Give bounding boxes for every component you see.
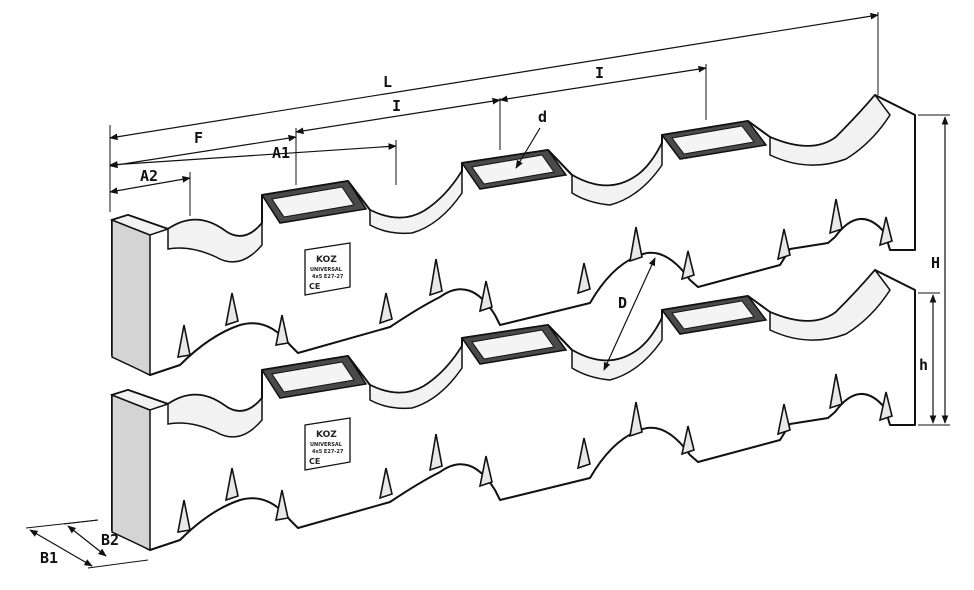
upper-clips <box>177 198 893 358</box>
lower-label-plate: KOZ UNIVERSAL 4x5 E27-27 CE <box>304 417 351 471</box>
upper-label-brand: KOZ <box>316 255 337 265</box>
dim-B2-label: B2 <box>101 531 119 549</box>
upper-seat-3 <box>571 142 663 206</box>
lower-seat-4 <box>769 268 891 341</box>
dim-d-label: d <box>538 108 547 126</box>
dim-A2-line <box>109 175 191 195</box>
upper-seat-1 <box>167 219 263 263</box>
dim-D-label: D <box>618 294 627 312</box>
dim-d-leader <box>515 127 541 169</box>
upper-socket-1 <box>260 180 368 224</box>
dim-A1-label: A1 <box>272 144 290 162</box>
lower-seat-2 <box>369 343 463 410</box>
dim-B2-line <box>67 525 107 557</box>
upper-label-line1: UNIVERSAL <box>310 267 343 273</box>
lower-clips <box>177 373 893 533</box>
dim-L-label: L <box>383 73 392 91</box>
upper-seat-2 <box>369 168 463 235</box>
lower-label-line2: 4x5 E27-27 <box>312 449 344 455</box>
dim-B1-label: B1 <box>40 549 58 567</box>
upper-label-line2: 4x5 E27-27 <box>312 274 344 280</box>
lower-socket-2 <box>460 324 568 365</box>
lower-rack: KOZ UNIVERSAL 4x5 E27-27 CE <box>109 268 916 552</box>
lower-socket-3 <box>660 295 768 335</box>
dim-h-label: h <box>919 356 928 374</box>
upper-rack-end-face <box>111 218 151 377</box>
dim-B1-line <box>29 529 93 567</box>
lower-label-brand: KOZ <box>316 430 337 440</box>
lower-seat-1 <box>167 394 263 438</box>
upper-label-ce: CE <box>309 282 320 291</box>
dim-I-top-label: I <box>595 64 604 82</box>
lower-socket-1 <box>260 355 368 399</box>
dimension-lines: L I I F A1 A2 d D H h B1 B2 <box>25 12 950 569</box>
upper-rack: KOZ UNIVERSAL 4x5 E27-27 CE <box>109 93 916 377</box>
dim-I-mid-label: I <box>392 97 401 115</box>
dim-I-mid-line <box>295 97 501 135</box>
lower-rack-end-face <box>111 393 151 552</box>
lower-label-line1: UNIVERSAL <box>310 442 343 448</box>
upper-socket-2 <box>460 149 568 190</box>
upper-label-plate: KOZ UNIVERSAL 4x5 E27-27 CE <box>304 242 351 296</box>
dim-I-top-line <box>499 65 707 103</box>
dim-H-label: H <box>931 254 940 272</box>
dim-F-label: F <box>194 129 203 147</box>
dim-L-line <box>109 12 879 141</box>
lower-label-ce: CE <box>309 457 320 466</box>
dim-D-line <box>603 257 656 371</box>
dim-A2-label: A2 <box>140 167 158 185</box>
dim-A1-line <box>109 143 397 168</box>
